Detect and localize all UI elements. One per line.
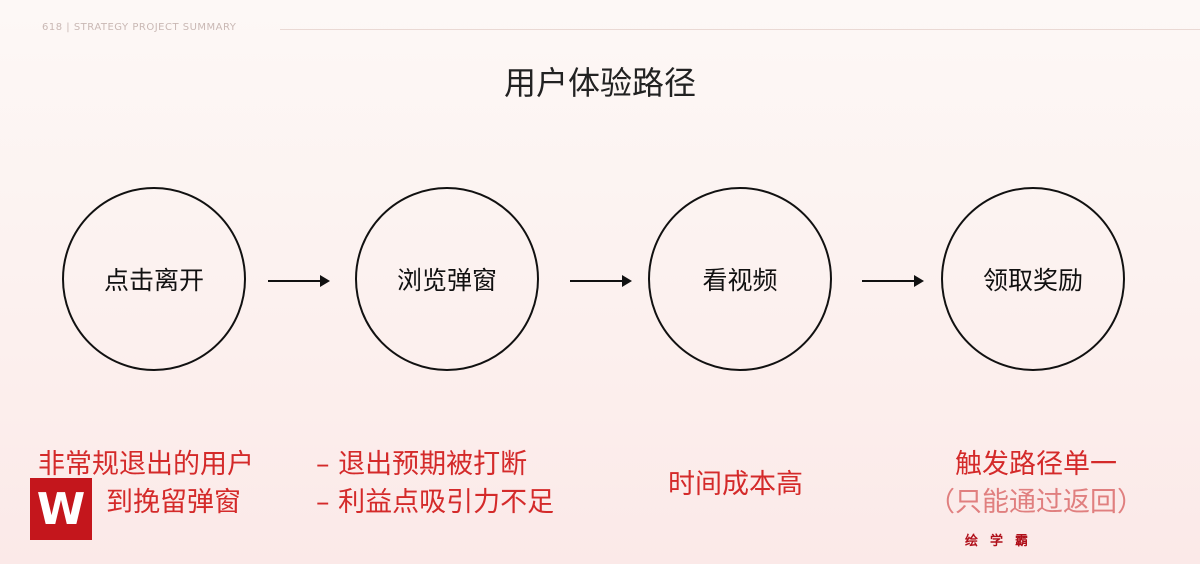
note-step2: – 退出预期被打断 – 利益点吸引力不足 <box>316 446 554 522</box>
note-line: – 利益点吸引力不足 <box>316 487 555 518</box>
note-step4: 触发路径单一 （只能通过返回） <box>918 446 1154 522</box>
header-label: 618 | STRATEGY PROJECT SUMMARY <box>42 22 237 33</box>
note-line: 触发路径单一 <box>955 449 1117 480</box>
arrow-right-icon <box>268 275 330 287</box>
step-circle-leave: 点击离开 <box>62 187 246 371</box>
step-circle-popup: 浏览弹窗 <box>355 187 539 371</box>
watermark-text: 绘学霸 <box>965 534 1041 549</box>
step-label: 看视频 <box>702 266 778 295</box>
note-step1: 非常规退出的用户 到挽留弹窗 <box>38 446 254 522</box>
note-line: （只能通过返回） <box>928 487 1144 518</box>
step-circle-reward: 领取奖励 <box>941 187 1125 371</box>
step-label: 浏览弹窗 <box>396 266 497 295</box>
page-title: 用户体验路径 <box>503 64 696 102</box>
note-step3: 时间成本高 <box>668 466 803 504</box>
arrow-right-icon <box>570 275 632 287</box>
note-line: – 退出预期被打断 <box>316 449 528 480</box>
arrow-right-icon <box>862 275 924 287</box>
note-line: 时间成本高 <box>668 469 803 500</box>
step-circle-video: 看视频 <box>648 187 832 371</box>
header-divider <box>280 29 1200 30</box>
watermark-logo: W <box>30 478 92 540</box>
note-line: 到挽留弹窗 <box>106 487 241 518</box>
note-line: 非常规退出的用户 <box>38 449 254 480</box>
step-label: 领取奖励 <box>982 266 1083 295</box>
step-label: 点击离开 <box>103 266 204 295</box>
